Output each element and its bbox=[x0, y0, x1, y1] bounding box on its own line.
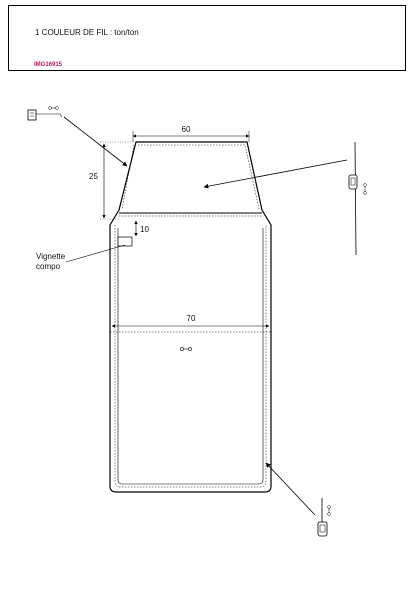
dim-flap-height-value: 25 bbox=[89, 172, 98, 181]
vignette-label-line2: compo bbox=[36, 262, 61, 271]
thread-color-note: 1 COULEUR DE FIL : ton/ton bbox=[35, 28, 139, 37]
label-tag-icon bbox=[27, 106, 63, 121]
dim-body-width: 70 bbox=[111, 314, 270, 328]
pin-icon bbox=[348, 141, 367, 256]
pouch-outline bbox=[109, 141, 272, 493]
dim-top-width: 60 bbox=[132, 125, 250, 142]
pointer-arrow-topleft bbox=[63, 116, 128, 167]
pointer-arrow-bottomright bbox=[265, 462, 316, 516]
care-label: 10 Vignette compo bbox=[36, 220, 149, 271]
vignette-label-line1: Vignette bbox=[36, 252, 66, 261]
dim-flap-height: 25 bbox=[89, 141, 134, 220]
stitch-symbol-icon bbox=[180, 347, 192, 351]
dim-top-width-value: 60 bbox=[182, 125, 191, 134]
pointer-arrow-right bbox=[203, 159, 348, 189]
dim-body-width-value: 70 bbox=[187, 314, 196, 323]
reference-code: IMG16915 bbox=[34, 62, 63, 68]
header-box: 1 COULEUR DE FIL : ton/ton IMG16915 bbox=[8, 5, 406, 71]
dim-label-offset-value: 10 bbox=[140, 225, 149, 234]
hanger-icon bbox=[317, 498, 331, 537]
